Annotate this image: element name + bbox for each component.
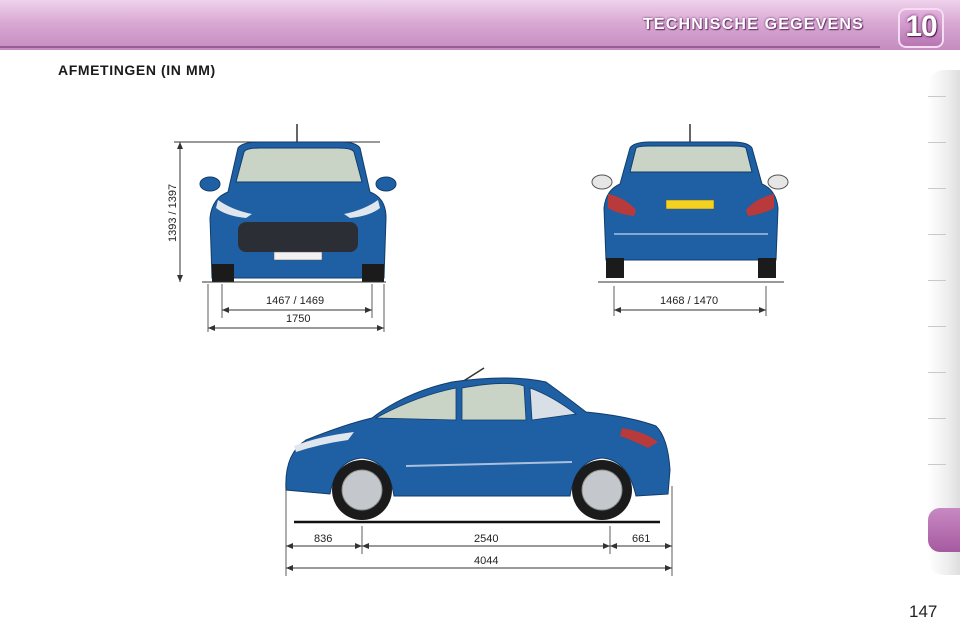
arrow-head [365,307,372,313]
page-number: 147 [909,602,938,621]
arrow-head [286,543,293,549]
front-side-window [374,387,457,421]
taillight-left [608,194,636,216]
tab-divider [928,188,946,189]
mirror-left [591,174,613,190]
track-label: 1467 / 1469 [266,295,324,307]
tab-divider [928,96,946,97]
headlight [294,432,354,452]
tab-divider [928,234,946,235]
tab-divider [928,142,946,143]
side-trim [405,461,573,467]
front-view-drawing: 1393 / 1397 1467 / 1469 1750 [167,124,397,332]
tab-divider [928,464,946,465]
taillight [620,428,658,448]
arrow-head [177,142,183,149]
front-tyre-left [212,264,234,282]
wheelbase-label: 2540 [474,533,498,545]
header-divider [0,46,880,48]
arrow-head [222,307,229,313]
rear-wheel-rim [581,469,623,511]
arrow-head [665,543,672,549]
headlight-left [216,200,252,218]
rear-overhang-label: 661 [632,533,650,545]
mirror-right [375,176,397,192]
arrow-head [614,307,621,313]
front-overhang-label: 836 [314,533,332,545]
chapter-number: 10 [905,10,937,43]
header-band [0,0,960,50]
headlight-right [344,200,380,218]
rear-view-drawing: 1468 / 1470 [591,124,789,316]
front-wheel-rim [341,469,383,511]
rear-tyre-left [606,258,624,278]
arrow-head [208,325,215,331]
arrow-head [665,565,672,571]
license-plate [665,199,715,210]
chapter-tabs [928,70,960,575]
tab-divider [928,418,946,419]
arrow-head [362,543,369,549]
arrow-head [355,543,362,549]
chapter-badge: 10 [898,8,944,48]
arrow-head [759,307,766,313]
antenna [461,367,485,383]
width-label: 1750 [286,313,310,325]
rear-quarter-window [529,387,578,421]
arrow-head [377,325,384,331]
license-plate [273,251,323,261]
arrow-head [610,543,617,549]
mirror-left [199,176,221,192]
arrow-head [603,543,610,549]
tab-divider [928,280,946,281]
rear-window [629,145,753,173]
door-window [461,383,527,421]
windshield [235,147,363,183]
taillight-right [746,194,774,216]
mirror-right [767,174,789,190]
page-header-title: TECHNISCHE GEGEVENS [642,16,864,33]
grille [238,222,358,252]
car-body-side [285,377,671,497]
section-title: AFMETINGEN (IN MM) [58,62,216,78]
track-label: 1468 / 1470 [660,295,718,307]
arrow-head [177,275,183,282]
chapter-tab-active[interactable] [928,508,960,552]
front-tyre-right [362,264,384,282]
arrow-head [286,565,293,571]
side-view-drawing: 836 2540 661 4044 [285,367,673,576]
rear-tyre-right [758,258,776,278]
length-label: 4044 [474,555,498,567]
tab-divider [928,372,946,373]
tab-divider [928,326,946,327]
height-label: 1393 / 1397 [167,184,179,242]
